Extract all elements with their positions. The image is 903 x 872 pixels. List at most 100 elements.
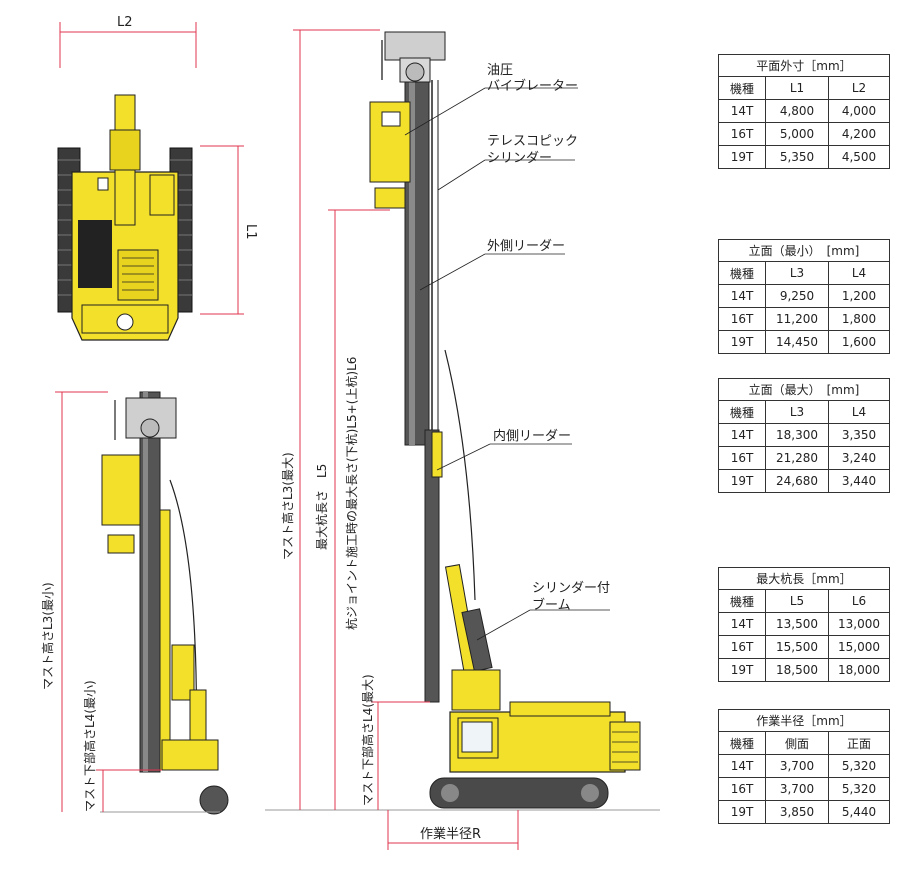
table-cell: 18,500 (765, 658, 829, 682)
table-cell: 19T (718, 658, 766, 682)
table-cell: 16T (718, 307, 766, 331)
mast-lower-height-max-label: マスト下部高さL4(最大) (360, 674, 375, 806)
table-cell: 3,700 (765, 777, 829, 801)
table-cell: 18,000 (828, 658, 890, 682)
table-cell: 14T (718, 284, 766, 308)
table-cell: 14T (718, 754, 766, 778)
vibrator-callout-line2: バイブレーター (487, 78, 578, 94)
table-cell: 19T (718, 145, 766, 169)
table-header: 機種 (718, 261, 766, 285)
table-cell: 18,300 (765, 423, 829, 447)
table-cell: 5,320 (828, 777, 890, 801)
table-cell: 11,200 (765, 307, 829, 331)
table-cell: 19T (718, 330, 766, 354)
telescopic-callout-line1: テレスコピック (487, 134, 578, 149)
mast-height-min-label: マスト高さL3(最小) (40, 582, 55, 690)
table-header: L4 (828, 400, 890, 424)
table-cell: 24,680 (765, 469, 829, 493)
table-header: L4 (828, 261, 890, 285)
table-title: 平面外寸［mm］ (718, 54, 890, 77)
table-cell: 15,500 (765, 635, 829, 659)
table-header: L2 (828, 76, 890, 100)
table-cell: 1,200 (828, 284, 890, 308)
table-cell: 3,350 (828, 423, 890, 447)
table-cell: 4,800 (765, 99, 829, 123)
table-cell: 14,450 (765, 330, 829, 354)
table-header: 側面 (765, 731, 829, 755)
table-cell: 5,000 (765, 122, 829, 146)
table-header: L5 (765, 589, 829, 613)
table-title: 立面（最小） [mm] (718, 239, 890, 262)
table-cell: 3,700 (765, 754, 829, 778)
table-cell: 4,000 (828, 99, 890, 123)
table-cell: 1,800 (828, 307, 890, 331)
table-cell: 14T (718, 612, 766, 636)
table-header: L3 (765, 261, 829, 285)
mast-lower-height-min-label: マスト下部高さL4(最小) (82, 680, 97, 812)
table-header: 正面 (828, 731, 890, 755)
table-cell: 13,000 (828, 612, 890, 636)
table-header: 機種 (718, 400, 766, 424)
table-cell: 14T (718, 423, 766, 447)
elevation-min-view: マスト高さL3(最小) マスト下部高さL4(最小) (40, 391, 229, 815)
l1-label: L1 (243, 224, 258, 240)
telescopic-callout-line2: シリンダー (487, 151, 552, 166)
table-title: 最大杭長［mm］ (718, 567, 890, 590)
table-cell: 4,500 (828, 145, 890, 169)
table-cell: 16T (718, 122, 766, 146)
l2-label: L2 (117, 15, 133, 30)
table-cell: 14T (718, 99, 766, 123)
table-cell: 9,250 (765, 284, 829, 308)
table-cell: 15,000 (828, 635, 890, 659)
working-radius-label: 作業半径R (420, 826, 481, 842)
table-cell: 5,350 (765, 145, 829, 169)
table-cell: 19T (718, 800, 766, 824)
table-title: 作業半径［mm］ (718, 709, 890, 732)
elevation-max-view: マスト高さL3(最大) 最大杭長さ L5 杭ジョイント施工時の最大長さ(下杭)L… (265, 29, 660, 850)
table-header: L3 (765, 400, 829, 424)
table-cell: 3,440 (828, 469, 890, 493)
outer-leader-callout: 外側リーダー (487, 239, 565, 254)
table-header: 機種 (718, 589, 766, 613)
table-cell: 16T (718, 635, 766, 659)
boom-callout-line1: シリンダー付 (532, 581, 610, 596)
table-cell: 16T (718, 777, 766, 801)
table-cell: 3,850 (765, 800, 829, 824)
table-header: L1 (765, 76, 829, 100)
table-cell: 21,280 (765, 446, 829, 470)
table-cell: 5,320 (828, 754, 890, 778)
table-header: 機種 (718, 76, 766, 100)
table-cell: 4,200 (828, 122, 890, 146)
table-cell: 1,600 (828, 330, 890, 354)
inner-leader-callout: 内側リーダー (493, 428, 571, 444)
plan-view: L2 L1 (57, 15, 258, 341)
table-header: L6 (828, 589, 890, 613)
table-title: 立面（最大） [mm] (718, 378, 890, 401)
boom-callout-line2: ブーム (532, 597, 571, 613)
table-cell: 3,240 (828, 446, 890, 470)
table-cell: 16T (718, 446, 766, 470)
joint-pile-length-label: 杭ジョイント施工時の最大長さ(下杭)L5+(上杭)L6 (344, 357, 359, 630)
pile-length-max-label: 最大杭長さ L5 (314, 464, 329, 550)
table-cell: 5,440 (828, 800, 890, 824)
table-header: 機種 (718, 731, 766, 755)
